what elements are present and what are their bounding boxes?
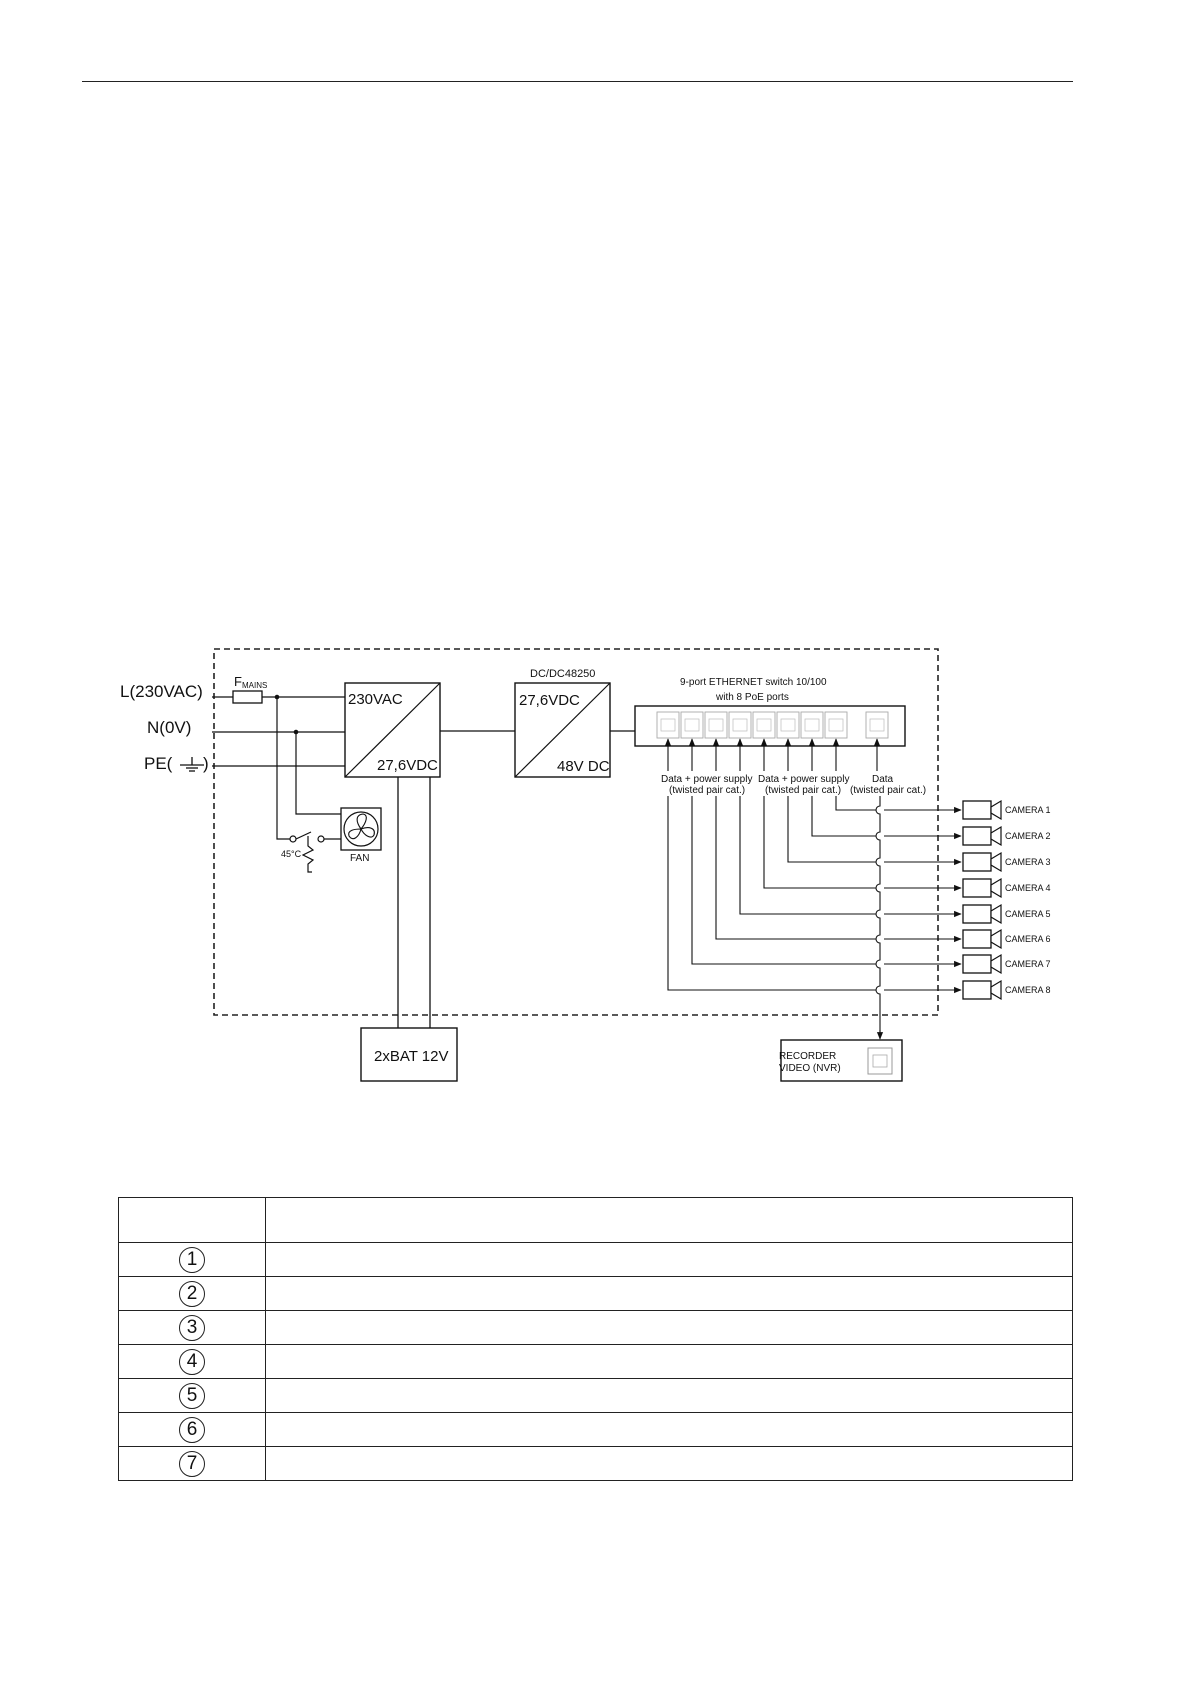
- camera-icon: [962, 928, 1002, 950]
- pe-input-label: PE(: [144, 754, 173, 773]
- legend-row: 5: [118, 1378, 1073, 1413]
- thermostat-contact: [289, 835, 297, 843]
- switch-title-line1: 9-port ETHERNET switch 10/100: [680, 677, 827, 688]
- camera-icon: [962, 979, 1002, 1001]
- camera-label: CAMERA 8: [1005, 985, 1051, 995]
- camera-label: CAMERA 2: [1005, 831, 1051, 841]
- legend-row: 4: [118, 1344, 1073, 1379]
- legend-row: 1: [118, 1242, 1073, 1277]
- pe-close-label: ): [203, 754, 209, 773]
- legend-header-row: [118, 1197, 1073, 1243]
- camera-label: CAMERA 1: [1005, 805, 1051, 815]
- poe-port: [680, 711, 704, 739]
- poe-port: [800, 711, 824, 739]
- fuse-label: F: [234, 674, 242, 689]
- camera-icon: [962, 851, 1002, 873]
- legend-number-badge: 6: [179, 1416, 205, 1443]
- mains-fuse: [232, 690, 263, 704]
- camera-icon: [962, 799, 1002, 821]
- camera-icon: [962, 953, 1002, 975]
- neutral-input-label: N(0V): [147, 718, 191, 737]
- poe-port: [752, 711, 776, 739]
- legend-header-number-cell: [118, 1197, 266, 1243]
- camera-label: CAMERA 5: [1005, 909, 1051, 919]
- data-note-line1: Data: [872, 774, 894, 785]
- poe-port: [656, 711, 680, 739]
- switch-title-line2: with 8 PoE ports: [715, 692, 789, 703]
- poe-port: [728, 711, 752, 739]
- legend-number-badge: 1: [179, 1246, 205, 1273]
- dcdc-block: [514, 682, 611, 778]
- camera-icon: [962, 825, 1002, 847]
- legend-row: 3: [118, 1310, 1073, 1345]
- poe-note-1-line1: Data + power supply: [661, 774, 752, 785]
- switch-ports: [656, 711, 889, 739]
- fan-icon: [340, 807, 382, 851]
- block-diagram: L(230VAC) N(0V) PE( ) F MAINS 45°C FA: [120, 648, 1051, 1082]
- camera-icon: [962, 903, 1002, 925]
- legend-header-description-cell: [265, 1197, 1073, 1243]
- legend-description-cell: [265, 1378, 1073, 1413]
- legend-row: 7: [118, 1446, 1073, 1481]
- camera-wiring: [664, 738, 962, 1040]
- legend-number-badge: 7: [179, 1450, 205, 1477]
- line-input-label: L(230VAC): [120, 682, 203, 701]
- dcdc-output-label: 48V DC: [557, 758, 610, 775]
- legend-number-badge: 3: [179, 1314, 205, 1341]
- legend-description-cell: [265, 1412, 1073, 1447]
- camera-label: CAMERA 6: [1005, 934, 1051, 944]
- enclosure-frame: [213, 648, 939, 1016]
- poe-note-1-line2: (twisted pair cat.): [669, 785, 745, 796]
- legend-table: 1 2 3 4 5 6 7: [118, 1197, 1073, 1481]
- legend-description-cell: [265, 1310, 1073, 1345]
- psu-output-label: 27,6VDC: [377, 757, 438, 774]
- data-port: [865, 711, 889, 739]
- psu-input-label: 230VAC: [348, 691, 403, 708]
- poe-port: [704, 711, 728, 739]
- dcdc-input-label: 27,6VDC: [519, 692, 580, 709]
- legend-row: 6: [118, 1412, 1073, 1447]
- legend-number-badge: 2: [179, 1280, 205, 1307]
- poe-port: [776, 711, 800, 739]
- legend-description-cell: [265, 1446, 1073, 1481]
- legend-number-badge: 4: [179, 1348, 205, 1375]
- legend-description-cell: [265, 1242, 1073, 1277]
- recorder-port-icon: [867, 1047, 893, 1075]
- legend-row: 2: [118, 1276, 1073, 1311]
- page-top-rule: [82, 81, 1073, 82]
- camera-icon: [962, 877, 1002, 899]
- data-note-line2: (twisted pair cat.): [850, 785, 926, 796]
- legend-description-cell: [265, 1276, 1073, 1311]
- battery-label: 2xBAT 12V: [374, 1048, 449, 1065]
- fuse-subscript: MAINS: [242, 681, 267, 690]
- battery-block: [360, 1027, 458, 1082]
- poe-port: [824, 711, 848, 739]
- camera-label: CAMERA 4: [1005, 883, 1051, 893]
- legend-number-badge: 5: [179, 1382, 205, 1409]
- camera-group: CAMERA 1 CAMERA 2 CAMERA 3 CAMERA 4 CAMERA 5…: [962, 799, 1051, 1001]
- recorder-line2: VIDEO (NVR): [779, 1063, 841, 1074]
- psu-block: [344, 682, 441, 778]
- legend-description-cell: [265, 1344, 1073, 1379]
- recorder-line1: RECORDER: [779, 1051, 836, 1062]
- poe-note-2-line2: (twisted pair cat.): [765, 785, 841, 796]
- thermostat-temp: 45°C: [281, 849, 302, 859]
- fan-label: FAN: [350, 853, 369, 864]
- camera-label: CAMERA 7: [1005, 959, 1051, 969]
- camera-label: CAMERA 3: [1005, 857, 1051, 867]
- poe-note-2-line1: Data + power supply: [758, 774, 849, 785]
- dcdc-title: DC/DC48250: [530, 668, 595, 680]
- ground-icon: [180, 757, 204, 772]
